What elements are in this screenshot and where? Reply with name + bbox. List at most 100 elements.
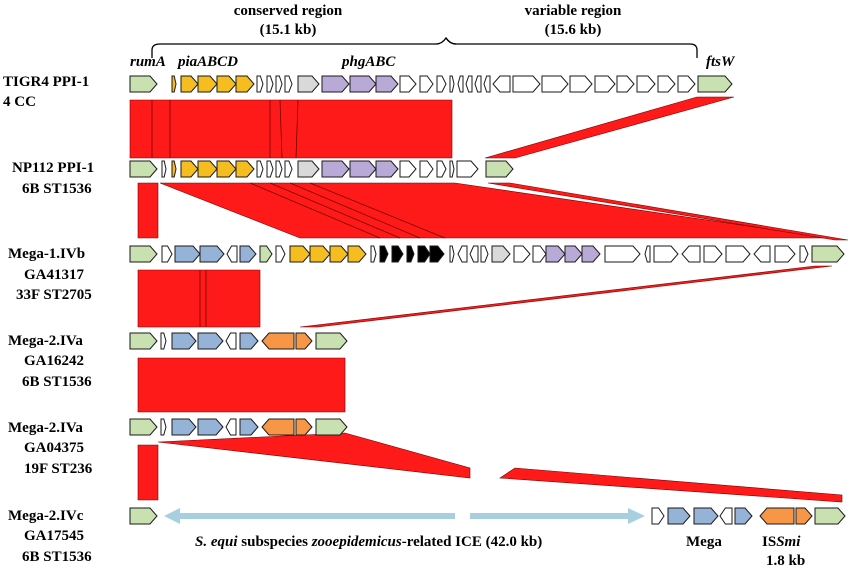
homology-band-edge bbox=[269, 182, 401, 239]
gene-arrow-white bbox=[161, 245, 173, 263]
track-label-mega2a-type: 6B ST1536 bbox=[22, 374, 92, 390]
ice-label-species: S. equi bbox=[195, 534, 238, 550]
variable-bracket bbox=[445, 37, 698, 58]
gene-arrow-white bbox=[436, 160, 447, 178]
gene-arrow-white bbox=[456, 160, 479, 178]
conserved-region-label: conserved region bbox=[234, 3, 343, 19]
gene-arrow-phg bbox=[375, 160, 399, 178]
ice-arrow-left bbox=[164, 508, 455, 524]
variable-region-size: (15.6 kb) bbox=[545, 22, 602, 38]
gene-arrow-white bbox=[725, 245, 751, 263]
gene-arrow-orange bbox=[261, 332, 295, 350]
gene-arrow-black bbox=[417, 245, 431, 263]
gene-arrow-phg bbox=[349, 75, 377, 93]
issmi-name: Smi bbox=[776, 534, 801, 550]
track-label-np112-type: 6B ST1536 bbox=[22, 181, 92, 197]
gene-arrow-blue bbox=[199, 245, 225, 263]
homology-band-edge bbox=[279, 99, 283, 159]
gene-arrow-white bbox=[799, 245, 809, 263]
homology-band bbox=[299, 265, 833, 328]
homology-bands bbox=[129, 96, 849, 503]
gene-arrow-grey bbox=[297, 160, 320, 178]
gene-arrow-pia bbox=[216, 75, 237, 93]
gene-arrow-white bbox=[474, 75, 482, 93]
ice-label-subspecies: zooepidemicus bbox=[311, 534, 402, 550]
gene-arrow-white bbox=[512, 75, 541, 93]
gene-arrow-phg bbox=[321, 75, 350, 93]
gene-arrow-white bbox=[657, 75, 676, 93]
gene-arrow-blue bbox=[171, 418, 197, 436]
gene-arrow-phg bbox=[375, 75, 399, 93]
gene-arrow-white bbox=[492, 75, 511, 93]
track-label-mega2c-strain: GA17545 bbox=[24, 528, 84, 544]
gene-arrow-blue bbox=[197, 418, 224, 436]
gene-arrow-green bbox=[259, 245, 273, 263]
gene-arrow-white bbox=[616, 75, 635, 93]
gene-arrow-white bbox=[275, 160, 283, 178]
gene-arrow-pia bbox=[180, 75, 199, 93]
gene-arrow-white bbox=[753, 245, 771, 263]
gene-arrow-white bbox=[480, 245, 489, 263]
gene-arrow-pia bbox=[309, 245, 331, 263]
homology-band bbox=[484, 96, 735, 159]
gene-arrow-pia bbox=[180, 160, 199, 178]
track-label-np112-name: NP112 PPI-1 bbox=[12, 160, 94, 176]
gene-arrow-white bbox=[653, 245, 679, 263]
ice-label-mid: subspecies bbox=[238, 534, 312, 550]
gene-arrow-white bbox=[275, 245, 286, 263]
homology-band bbox=[157, 432, 471, 479]
gene-arrow-white bbox=[457, 75, 464, 93]
gene-arrow-green bbox=[485, 160, 514, 178]
gene-arrow-orange bbox=[759, 507, 795, 525]
gene-arrow-green bbox=[811, 245, 845, 263]
gene-label-ftsW: ftsW bbox=[706, 54, 736, 70]
gene-arrow-orange bbox=[261, 418, 295, 436]
gene-arrow-white bbox=[284, 160, 293, 178]
gene-arrow-pia bbox=[347, 245, 367, 263]
track-label-mega2a-name: Mega-2.IVa bbox=[8, 333, 83, 349]
gene-arrow-blue bbox=[174, 245, 201, 263]
track-label-tigr4-type: 4 CC bbox=[3, 94, 36, 110]
gene-arrow-white bbox=[483, 75, 491, 93]
gene-arrow-pia bbox=[289, 245, 311, 263]
homology-band bbox=[487, 182, 849, 241]
gene-arrow-white bbox=[449, 75, 455, 93]
gene-arrow-white bbox=[225, 332, 237, 350]
homology-band bbox=[129, 99, 453, 159]
gene-arrow-blue bbox=[239, 245, 257, 263]
gene-arrow-blue bbox=[693, 507, 719, 525]
gene-arrow-phg bbox=[349, 160, 377, 178]
homology-band bbox=[137, 444, 159, 501]
gene-arrow-white bbox=[541, 75, 569, 93]
track-label-mega2c-type: 6B ST1536 bbox=[22, 549, 92, 565]
homology-band bbox=[499, 467, 843, 503]
track-label-tigr4-name: TIGR4 PPI-1 bbox=[3, 74, 89, 90]
gene-arrow-white bbox=[719, 507, 733, 525]
gene-arrow-green bbox=[315, 332, 348, 350]
gene-arrow-white bbox=[513, 245, 531, 263]
gene-arrow-white bbox=[681, 245, 701, 263]
gene-arrow-blue bbox=[197, 332, 224, 350]
gene-arrow-orange bbox=[795, 507, 813, 525]
track-label-mega2b-strain: GA04375 bbox=[24, 440, 84, 456]
variable-region-label: variable region bbox=[525, 3, 622, 19]
gene-arrow-white bbox=[226, 245, 238, 263]
gene-arrow-phg bbox=[581, 245, 601, 263]
homology-band bbox=[159, 182, 831, 239]
gene-arrow-pia bbox=[171, 160, 177, 178]
gene-arrow-white bbox=[399, 160, 417, 178]
gene-arrow-green bbox=[129, 245, 158, 263]
gene-arrow-orange bbox=[295, 418, 313, 436]
gene-arrow-white bbox=[594, 75, 616, 93]
gene-arrow-pia bbox=[197, 160, 218, 178]
gene-arrow-green bbox=[814, 507, 846, 525]
gene-arrow-white bbox=[266, 160, 274, 178]
gene-arrow-white bbox=[419, 160, 434, 178]
track-label-mega2a-strain: GA16242 bbox=[24, 353, 84, 369]
gene-arrow-black bbox=[379, 245, 389, 263]
ice-arrow-right bbox=[470, 508, 645, 524]
gene-arrow-green bbox=[697, 75, 733, 93]
gene-arrow-black bbox=[391, 245, 404, 263]
gene-arrow-pia bbox=[235, 160, 255, 178]
homology-band-edge bbox=[309, 182, 446, 239]
